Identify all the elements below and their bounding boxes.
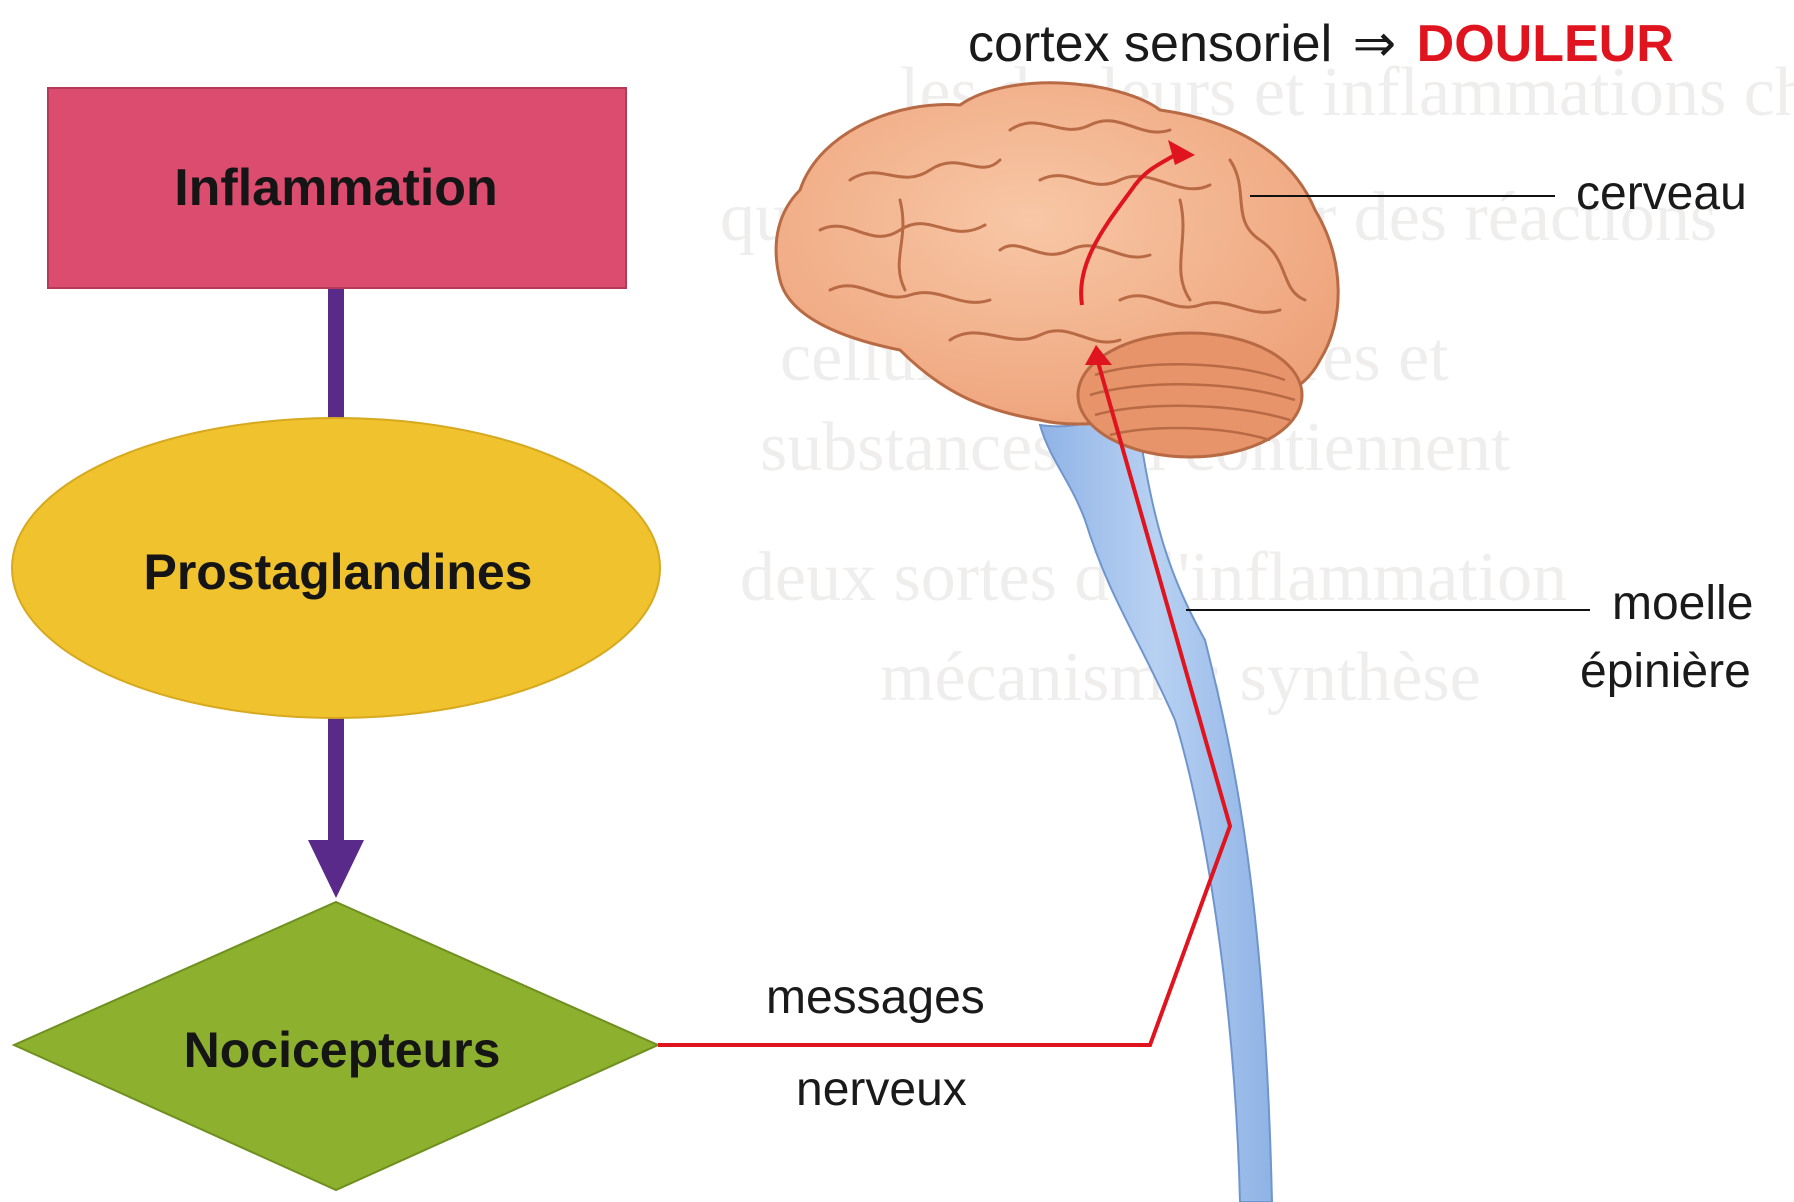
- prostaglandines-label: Prostaglandines: [144, 547, 533, 597]
- epiniere-label: épinière: [1580, 648, 1751, 696]
- nocicepteurs-label: Nocicepteurs: [184, 1025, 501, 1075]
- nerveux-label: nerveux: [796, 1066, 967, 1114]
- spinal-cord: [1040, 405, 1272, 1202]
- douleur-label: DOULEUR: [1417, 15, 1674, 73]
- cortex-douleur-heading: cortex sensoriel ⇒ DOULEUR: [968, 18, 1674, 70]
- brain-illustration: [776, 83, 1338, 457]
- messages-label: messages: [766, 974, 985, 1022]
- arrowhead-down-icon: [308, 840, 364, 898]
- cerveau-label: cerveau: [1576, 170, 1747, 218]
- right-arrow-icon: ⇒: [1353, 15, 1397, 73]
- moelle-label: moelle: [1612, 580, 1753, 628]
- cortex-label: cortex sensoriel: [968, 15, 1332, 73]
- inflammation-label: Inflammation: [174, 162, 498, 214]
